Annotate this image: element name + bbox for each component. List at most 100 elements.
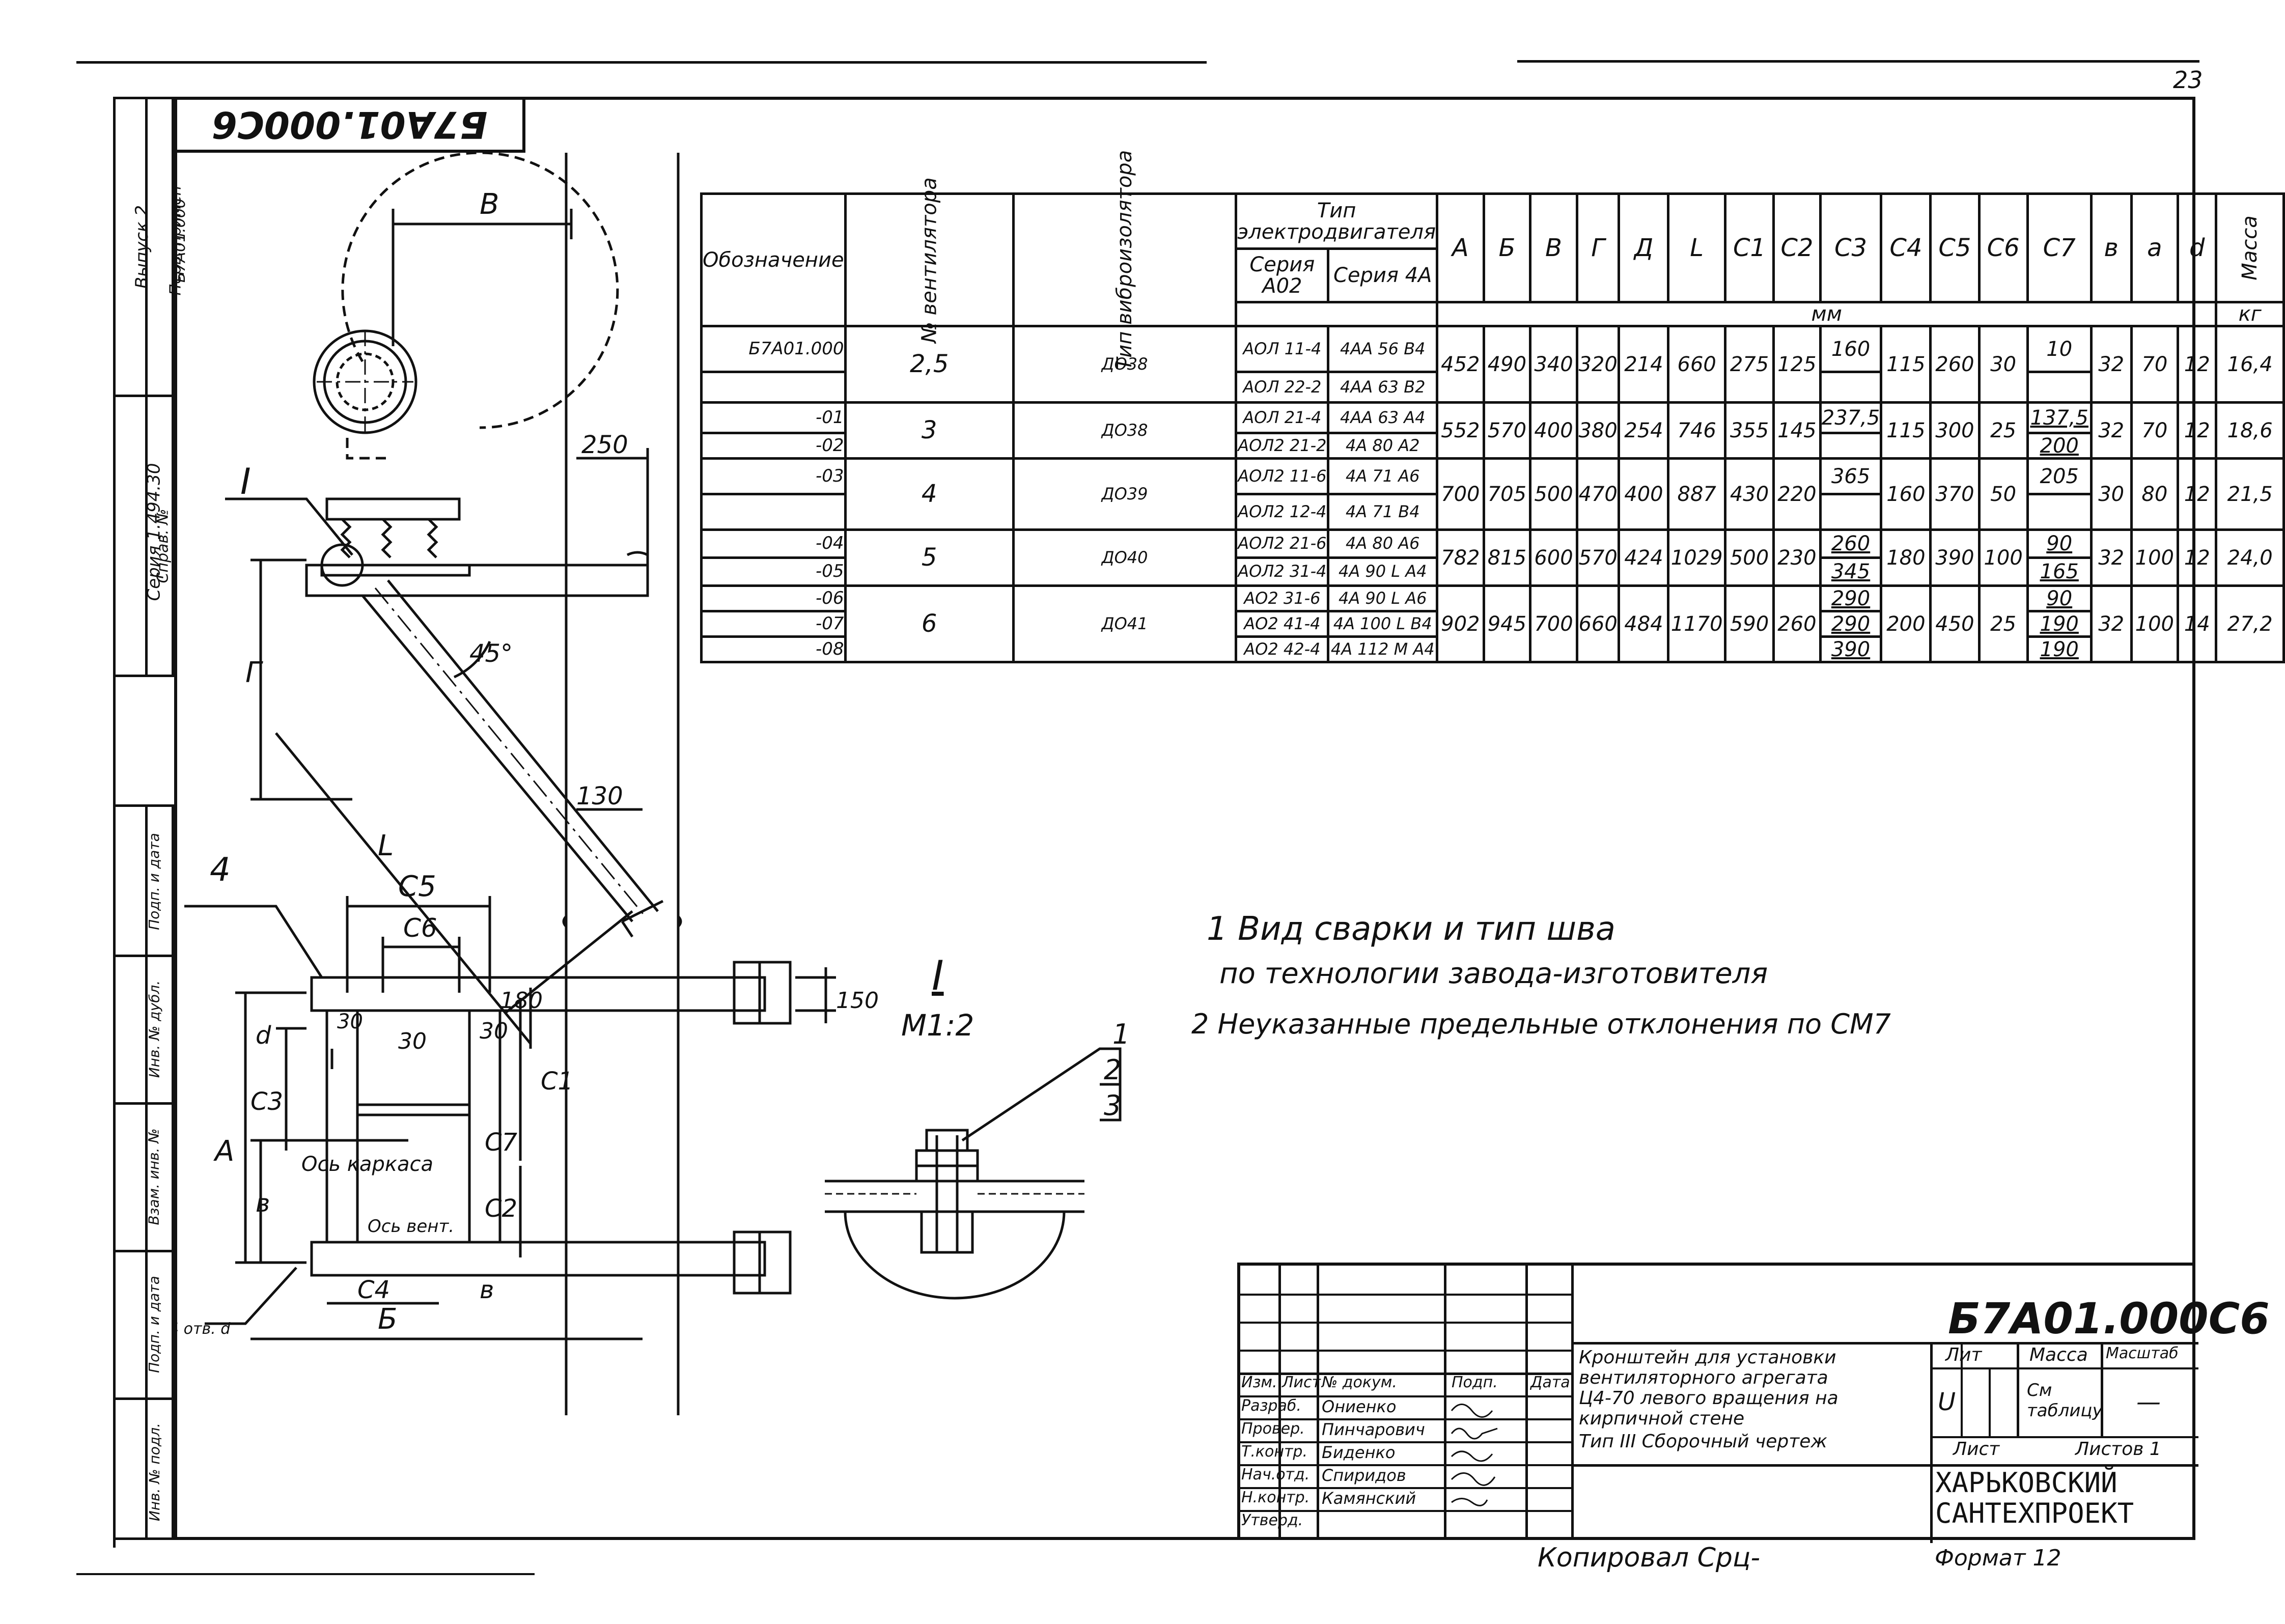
table-cell: 205	[2026, 457, 2093, 495]
table-cell: 145	[1772, 401, 1822, 460]
stamp-field-1-text: Инв. № подл.	[146, 1422, 163, 1522]
tb-mass-label: Масса	[2029, 1345, 2088, 1365]
table-cell: 300	[1929, 401, 1981, 460]
table-cell: 902	[1436, 584, 1485, 663]
label-axis-fan: Ось вент.	[368, 1216, 454, 1237]
tb-h4	[1240, 1373, 1571, 1375]
table-cell: 254	[1618, 401, 1670, 460]
wall-strip-lower-part	[565, 916, 680, 1415]
table-cell: 27,2	[2215, 584, 2285, 663]
table-cell: 4А 90 L А6	[1327, 584, 1439, 612]
th-series-4a: Серия 4А	[1327, 247, 1439, 303]
drawing-code-box: Б7А01.000С6	[174, 97, 525, 153]
left-margin-divider	[145, 99, 148, 675]
table-cell: 90	[2026, 584, 2093, 612]
table-cell: 400	[1618, 457, 1670, 531]
note-2: 2 Неуказанные предельные отклонения по С…	[1191, 1008, 1891, 1040]
top-line-left	[76, 61, 1207, 64]
table-cell: 10	[2026, 325, 2093, 373]
table-cell: 782	[1436, 528, 1485, 587]
table-cell: 125	[1772, 325, 1822, 404]
table-cell: 100	[2130, 528, 2180, 587]
fan-outline	[341, 153, 619, 460]
detail-drawing: 1 2 3	[825, 1018, 1130, 1300]
table-cell: АОЛ2 12-4	[1235, 493, 1330, 531]
table-cell: 945	[1482, 584, 1532, 663]
table-cell: 4АА 56 В4	[1327, 325, 1439, 373]
th-dim-12: C7	[2026, 192, 2093, 303]
th-dim-3: Г	[1575, 192, 1621, 303]
tb-v-lit2	[1989, 1367, 1991, 1436]
table-cell: 355	[1723, 401, 1775, 460]
table-cell: 4	[844, 457, 1015, 531]
table-cell	[2026, 493, 2093, 531]
th-dim-13: в	[2089, 192, 2133, 303]
table-cell: 230	[1772, 528, 1822, 587]
label-dim-250: 250	[581, 431, 628, 459]
tb-h2	[1240, 1322, 1571, 1324]
tb-h3	[1240, 1350, 1571, 1352]
table-cell: 260	[1819, 528, 1883, 559]
table-cell: 32	[2089, 401, 2133, 460]
tb-title-5: Тип III Сборочный чертеж	[1579, 1431, 1827, 1452]
tb-row-date: Дата	[1530, 1374, 1570, 1391]
stamp-hline-2	[116, 1102, 172, 1105]
table-cell: -04	[700, 528, 847, 559]
table-cell: 80	[2130, 457, 2180, 531]
tb-h10	[1240, 1510, 1571, 1512]
label-30-a: 30	[337, 1010, 363, 1033]
label-d: d	[256, 1021, 271, 1050]
stamp-field-5-text: Подп. и дата	[145, 833, 162, 930]
tb-lit-value: U	[1938, 1388, 1956, 1416]
tb-v4	[1525, 1266, 1528, 1537]
th-dim-9: C4	[1880, 192, 1932, 303]
th-dim-1: Б	[1482, 192, 1532, 303]
table-cell: 190	[2026, 635, 2093, 663]
table-cell: 470	[1575, 457, 1621, 531]
tb-h1	[1240, 1294, 1571, 1296]
stamp-field-2-text: Подп. и дата	[145, 1276, 162, 1373]
table-cell: 4АА 63 А4	[1327, 401, 1439, 434]
label-30-b: 30	[398, 1028, 427, 1054]
table-cell: 1029	[1667, 528, 1726, 587]
table-cell: 12	[2177, 401, 2218, 460]
tb-mass-value: См таблицу	[2027, 1380, 2103, 1421]
table-cell: 50	[1977, 457, 2029, 531]
table-cell: 660	[1667, 325, 1726, 404]
table-cell: 214	[1618, 325, 1670, 404]
table-cell: 100	[1977, 528, 2029, 587]
table-cell: 4А 80 А2	[1327, 432, 1439, 460]
drawing-frame	[174, 97, 2195, 1540]
tb-row-list: Лист	[1282, 1374, 1321, 1391]
table-cell: 1170	[1667, 584, 1726, 663]
table-cell: 32	[2089, 528, 2133, 587]
table-cell	[700, 493, 847, 531]
tb-row-sign: Подп.	[1452, 1374, 1498, 1391]
tb-role-3: Т.контр.	[1241, 1443, 1308, 1461]
table-cell: -08	[700, 635, 847, 663]
tb-name-4: Спиридов	[1322, 1466, 1406, 1485]
table-cell	[1819, 371, 1883, 404]
tb-role-4: Нач.отд.	[1241, 1466, 1310, 1483]
detail-scale: М1:2	[901, 1008, 974, 1043]
stamp-hline-4	[116, 1397, 172, 1400]
table-cell: 5	[844, 528, 1015, 587]
table-cell: Б7А01.000	[700, 325, 847, 373]
table-cell: ДО38	[1012, 325, 1238, 404]
left-margin-hline	[116, 395, 172, 397]
label-dim-l: L	[378, 829, 394, 862]
table-cell: 237,5	[1819, 401, 1883, 434]
table-cell: ДО41	[1012, 584, 1238, 663]
tb-role-1: Разраб.	[1241, 1397, 1301, 1415]
table-cell: 100	[2130, 584, 2180, 663]
table-cell: 115	[1880, 401, 1932, 460]
table-cell: 345	[1819, 556, 1883, 587]
tb-sheets-label: Листов 1	[2075, 1439, 2161, 1460]
table-cell: АО2 42-4	[1235, 635, 1330, 663]
tb-h-sheet	[1930, 1436, 2198, 1438]
table-cell: 18,6	[2215, 401, 2285, 460]
th-unit-kg: кг	[2215, 301, 2285, 327]
